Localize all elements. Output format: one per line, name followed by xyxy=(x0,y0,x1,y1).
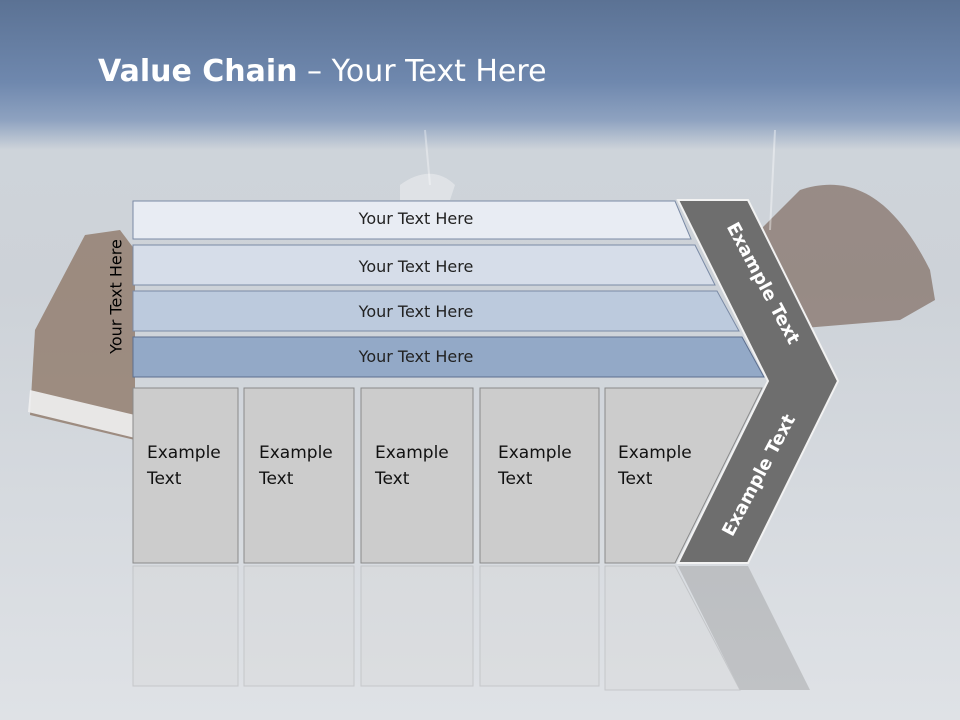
primary-block-4-line2: Text xyxy=(497,469,533,489)
primary-block-4[interactable]: Example Text xyxy=(479,387,600,564)
primary-block-3[interactable]: Example Text xyxy=(360,387,474,564)
primary-block-1-line2: Text xyxy=(146,469,182,489)
primary-block-5[interactable]: Example Text xyxy=(604,387,763,564)
primary-block-3-line2: Text xyxy=(374,469,410,489)
primary-block-1-line1: Example xyxy=(147,443,221,463)
primary-block-4-line1: Example xyxy=(498,443,572,463)
primary-block-3-line1: Example xyxy=(375,443,449,463)
support-row-4-label: Your Text Here xyxy=(358,347,474,366)
primary-block-2[interactable]: Example Text xyxy=(243,387,355,564)
primary-block-1[interactable]: Example Text xyxy=(132,387,239,564)
header-band xyxy=(0,0,960,150)
support-row-1[interactable]: Your Text Here xyxy=(132,200,692,240)
primary-block-2-line2: Text xyxy=(258,469,294,489)
support-row-2[interactable]: Your Text Here xyxy=(132,244,716,286)
slide-title: Value Chain – Your Text Here xyxy=(98,54,547,89)
support-row-1-label: Your Text Here xyxy=(358,209,474,228)
support-row-2-label: Your Text Here xyxy=(358,257,474,276)
support-row-3-label: Your Text Here xyxy=(358,302,474,321)
primary-block-5-line1: Example xyxy=(618,443,692,463)
support-row-4[interactable]: Your Text Here xyxy=(132,336,765,378)
primary-block-5-line2: Text xyxy=(617,469,653,489)
primary-block-2-line1: Example xyxy=(259,443,333,463)
support-row-3[interactable]: Your Text Here xyxy=(132,290,740,332)
